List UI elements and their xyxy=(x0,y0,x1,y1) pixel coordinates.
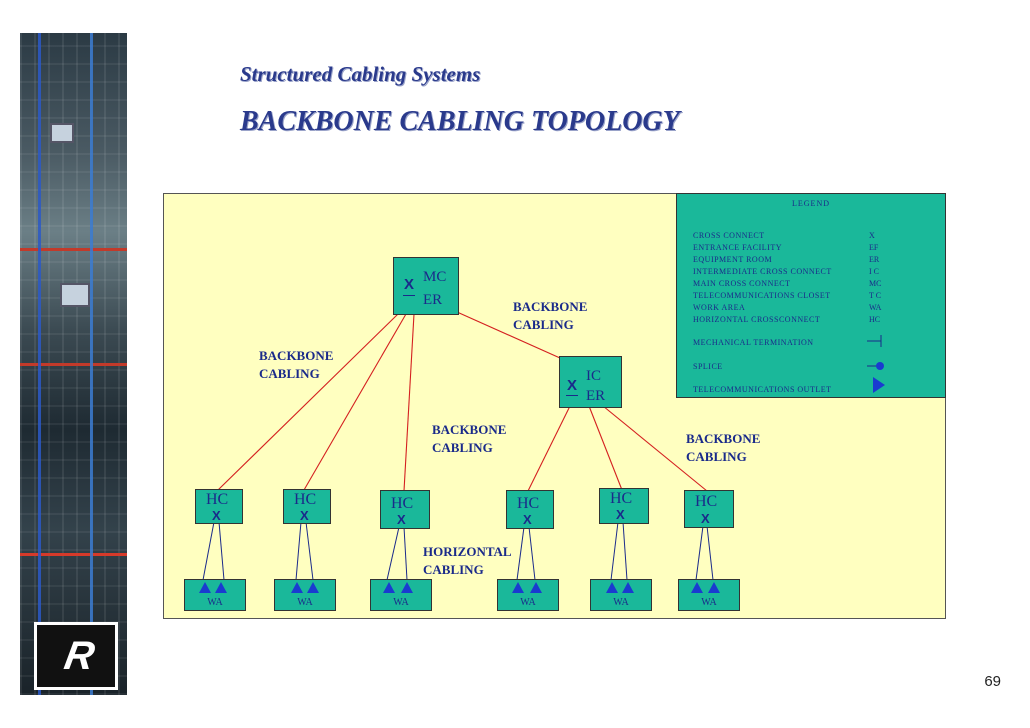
legend-name: HORIZONTAL CROSSCONNECT xyxy=(693,315,821,324)
mechanical-termination-icon xyxy=(867,335,882,347)
outlet-icon xyxy=(530,582,542,593)
legend-outlet-label: TELECOMMUNICATIONS OUTLET xyxy=(693,385,832,394)
company-logo: R xyxy=(34,622,118,690)
wa-label: WA xyxy=(393,597,409,608)
mc-label: MC xyxy=(423,269,447,285)
legend-box: LEGEND CROSS CONNECT X ENTRANCE FACILITY… xyxy=(676,193,946,398)
er-label: ER xyxy=(423,292,443,308)
page-subtitle: Structured Cabling Systems xyxy=(240,62,481,86)
wa-label: WA xyxy=(520,597,536,608)
outlet-icon xyxy=(383,582,395,593)
horizontal-cabling-label: HORIZONTAL CABLING xyxy=(423,543,512,579)
legend-name: MAIN CROSS CONNECT xyxy=(693,279,791,288)
label-line: CABLING xyxy=(423,562,484,577)
label-line: BACKBONE xyxy=(259,348,334,363)
outlet-icon xyxy=(307,582,319,593)
logo-mark: R xyxy=(60,633,92,678)
backbone-cabling-label: BACKBONE CABLING xyxy=(513,298,587,334)
er-label: ER xyxy=(586,388,606,404)
horizontal-cross-connect-box: HC X xyxy=(599,488,649,524)
label-line: BACKBONE xyxy=(432,422,507,437)
cross-connect-icon: X xyxy=(616,507,625,522)
hc-label: HC xyxy=(206,491,229,508)
backbone-cabling-label: BACKBONE CABLING xyxy=(432,421,506,457)
label-line: BACKBONE xyxy=(686,431,761,446)
horizontal-cross-connect-box: HC X xyxy=(283,489,331,524)
legend-abbr: ER xyxy=(869,255,880,264)
legend-abbr: I C xyxy=(869,267,879,276)
outlet-icon xyxy=(199,582,211,593)
cross-connect-icon: X xyxy=(404,276,415,293)
horizontal-cross-connect-box: HC X xyxy=(195,489,243,524)
hc-label: HC xyxy=(391,495,414,512)
backbone-cabling-label: BACKBONE CABLING xyxy=(686,430,760,466)
work-area-box: WA xyxy=(370,579,432,611)
horizontal-cross-connect-box: HC X xyxy=(684,490,734,528)
wa-label: WA xyxy=(701,597,717,608)
legend-abbr: EF xyxy=(869,243,879,252)
outlet-icon xyxy=(215,582,227,593)
work-area-box: WA xyxy=(184,579,246,611)
legend-abbr: X xyxy=(869,231,875,240)
outlet-icon xyxy=(708,582,720,593)
legend-abbr: MC xyxy=(869,279,882,288)
label-line: CABLING xyxy=(259,366,320,381)
horizontal-cross-connect-box: HC X xyxy=(506,490,554,529)
cross-connect-icon: X xyxy=(300,508,309,523)
side-illustration xyxy=(20,33,127,695)
cross-connect-icon: X xyxy=(523,512,532,527)
cross-connect-icon: X xyxy=(567,377,578,394)
hc-label: HC xyxy=(517,495,540,512)
work-area-box: WA xyxy=(678,579,740,611)
legend-name: TELECOMMUNICATIONS CLOSET xyxy=(693,291,831,300)
wa-label: WA xyxy=(207,597,223,608)
work-area-box: WA xyxy=(274,579,336,611)
legend-abbr: T C xyxy=(869,291,882,300)
underline xyxy=(403,295,415,296)
label-line: CABLING xyxy=(686,449,747,464)
outlet-icon xyxy=(512,582,524,593)
cross-connect-icon: X xyxy=(701,511,710,526)
page-title: BACKBONE CABLING TOPOLOGY xyxy=(240,106,680,137)
horizontal-cross-connect-box: HC X xyxy=(380,490,430,529)
main-cross-connect-box: X MC ER xyxy=(393,257,459,315)
intermediate-cross-connect-box: X IC ER xyxy=(559,356,622,408)
hc-label: HC xyxy=(294,491,317,508)
work-area-box: WA xyxy=(590,579,652,611)
outlet-icon xyxy=(401,582,413,593)
legend-name: WORK AREA xyxy=(693,303,746,312)
backbone-cabling-label: BACKBONE CABLING xyxy=(259,347,333,383)
legend-name: ENTRANCE FACILITY xyxy=(693,243,783,252)
outlet-icon xyxy=(291,582,303,593)
legend-mechanical-label: MECHANICAL TERMINATION xyxy=(693,338,814,347)
label-line: BACKBONE xyxy=(513,299,588,314)
label-line: CABLING xyxy=(513,317,574,332)
outlet-icon xyxy=(606,582,618,593)
cross-connect-icon: X xyxy=(212,508,221,523)
cross-connect-icon: X xyxy=(397,512,406,527)
splice-icon xyxy=(867,362,884,370)
wa-label: WA xyxy=(297,597,313,608)
label-line: HORIZONTAL xyxy=(423,544,512,559)
outlet-icon xyxy=(622,582,634,593)
hc-label: HC xyxy=(695,493,718,510)
page-number: 69 xyxy=(984,673,1001,690)
work-area-box: WA xyxy=(497,579,559,611)
wa-label: WA xyxy=(613,597,629,608)
legend-name: CROSS CONNECT xyxy=(693,231,765,240)
legend-title: LEGEND xyxy=(792,199,830,208)
telecom-outlet-icon xyxy=(873,377,885,393)
legend-splice-label: SPLICE xyxy=(693,362,723,371)
legend-name: EQUIPMENT ROOM xyxy=(693,255,773,264)
label-line: CABLING xyxy=(432,440,493,455)
underline xyxy=(566,395,578,396)
legend-name: INTERMEDIATE CROSS CONNECT xyxy=(693,267,832,276)
legend-abbr: HC xyxy=(869,315,881,324)
outlet-icon xyxy=(691,582,703,593)
ic-label: IC xyxy=(586,368,601,384)
legend-abbr: WA xyxy=(869,303,882,312)
hc-label: HC xyxy=(610,490,633,507)
